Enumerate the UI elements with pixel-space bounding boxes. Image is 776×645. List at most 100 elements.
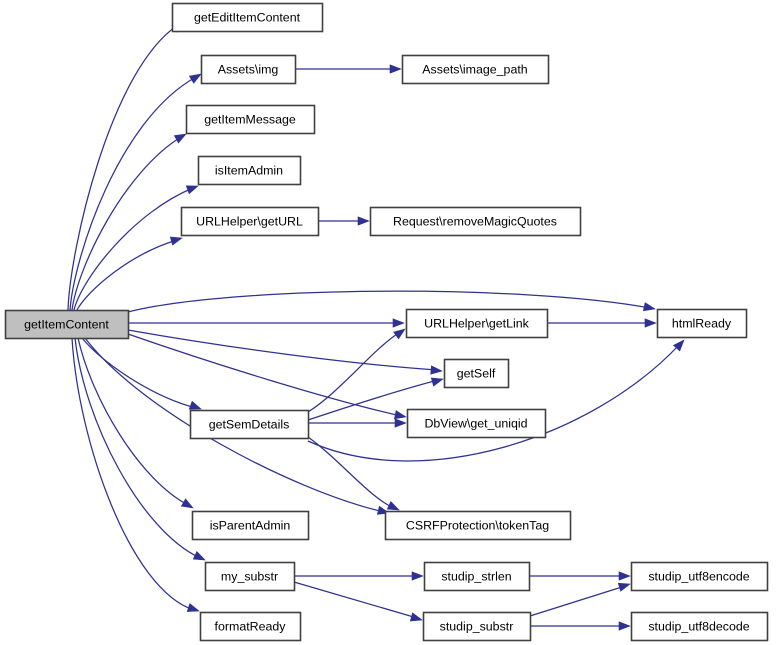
edge-my_substr-to-studip_substr [293,581,423,622]
node-box[interactable] [199,611,302,642]
node-box[interactable] [423,561,531,592]
node-label: getItemContent [24,317,109,331]
node-assets_image_path[interactable]: Assets\image_path [401,54,550,85]
arrowhead-icon [173,133,187,144]
node-box[interactable] [630,611,769,642]
arrowhead-icon [430,365,443,375]
edge-urlhelper_getlink-to-htmlReady [547,318,657,328]
node-box[interactable] [369,206,582,237]
node-studip_substr[interactable]: studip_substr [422,611,532,642]
edge-getSemDetails-to-getSelf [307,377,444,421]
edge-line [71,337,195,611]
node-label: Assets\image_path [422,62,527,76]
node-label: DbView\get_uniqid [424,416,527,430]
node-box[interactable] [185,104,316,135]
node-box[interactable] [406,408,547,439]
edge-line [307,343,681,462]
node-getEditItemContent[interactable]: getEditItemContent [171,2,324,33]
node-assets_img[interactable]: Assets\img [200,54,297,85]
node-getItemMessage[interactable]: getItemMessage [185,104,316,135]
node-label: Request\removeMagicQuotes [393,214,557,228]
edge-getItemContent-to-getItemMessage [71,133,187,311]
edge-studip_substr-to-studip_utf8encode [529,582,631,617]
edge-line [127,329,438,371]
node-getSemDetails[interactable]: getSemDetails [189,409,310,440]
arrowhead-icon [617,582,631,592]
node-getItemContent[interactable]: getItemContent [4,309,130,340]
node-label: studip_utf8decode [648,619,749,633]
node-label: isItemAdmin [215,163,283,177]
node-box[interactable] [405,308,549,339]
node-box[interactable] [197,155,302,186]
node-label: getEditItemContent [194,10,301,24]
node-isParentAdmin[interactable]: isParentAdmin [191,510,310,541]
arrowhead-icon [618,571,631,581]
node-urlhelper_getlink[interactable]: URLHelper\getLink [405,308,549,339]
node-my_substr[interactable]: my_substr [204,561,296,592]
node-studip_utf8decode[interactable]: studip_utf8decode [630,611,769,642]
edge-line [307,436,395,509]
node-box[interactable] [422,611,532,642]
node-request_removemagicquotes[interactable]: Request\removeMagicQuotes [369,206,582,237]
node-box[interactable] [189,409,310,440]
node-box[interactable] [443,358,510,389]
arrowhead-icon [180,498,194,509]
edge-getItemContent-to-isItemAdmin [73,185,199,311]
edge-line [67,24,179,311]
edge-studip_substr-to-studip_utf8decode [530,621,631,631]
edge-line [529,585,626,617]
node-label: htmlReady [672,316,732,330]
arrowhead-icon [672,339,685,352]
edge-getItemContent-to-getSelf [127,329,443,375]
node-box[interactable] [384,510,572,541]
edge-my_substr-to-studip_strlen [294,571,424,581]
node-dbview_get_uniqid[interactable]: DbView\get_uniqid [406,408,547,439]
node-box[interactable] [191,510,310,541]
edge-line [127,333,402,417]
arrowhead-icon [392,318,405,328]
arrowhead-icon [393,328,406,340]
node-box[interactable] [171,2,324,33]
edge-line [307,331,401,413]
arrowhead-icon [188,400,202,410]
node-studip_strlen[interactable]: studip_strlen [423,561,531,592]
node-label: isParentAdmin [210,518,291,532]
arrowhead-icon [642,302,656,312]
node-box[interactable] [656,308,748,339]
node-formatReady[interactable]: formatReady [199,611,302,642]
node-isItemAdmin[interactable]: isItemAdmin [197,155,302,186]
node-urlhelper_geturl[interactable]: URLHelper\getURL [180,206,320,237]
node-htmlReady[interactable]: htmlReady [656,308,748,339]
edge-layer [67,21,685,631]
arrowhead-icon [389,64,402,74]
edge-urlhelper_geturl-to-request_removemagicquotes [318,216,370,226]
edge-line [74,337,201,559]
arrowhead-icon [192,551,206,561]
node-csrf_tokentag[interactable]: CSRFProtection\tokenTag [384,510,572,541]
node-label: studip_substr [440,619,514,633]
node-box[interactable] [200,54,297,85]
node-box[interactable] [630,561,769,592]
edge-line [69,76,197,311]
edge-getItemContent-to-getSemDetails [81,337,202,410]
node-studip_utf8encode[interactable]: studip_utf8encode [630,561,769,592]
edge-line [76,239,178,311]
edge-line [71,136,182,311]
node-getSelf[interactable]: getSelf [443,358,510,389]
node-box[interactable] [204,561,296,592]
edge-getItemContent-to-assets_img [69,73,202,311]
edge-getSemDetails-to-htmlReady [307,339,685,462]
node-label: studip_strlen [441,569,511,583]
node-label: getSemDetails [209,417,290,431]
node-box[interactable] [401,54,550,85]
edge-getItemContent-to-getEditItemContent [67,21,184,311]
node-label: getItemMessage [204,112,296,126]
node-label: studip_utf8encode [648,569,749,583]
arrowhead-icon [169,236,183,246]
node-box[interactable] [4,309,130,340]
node-label: formatReady [215,619,287,633]
arrowhead-icon [357,216,370,226]
node-box[interactable] [180,206,320,237]
